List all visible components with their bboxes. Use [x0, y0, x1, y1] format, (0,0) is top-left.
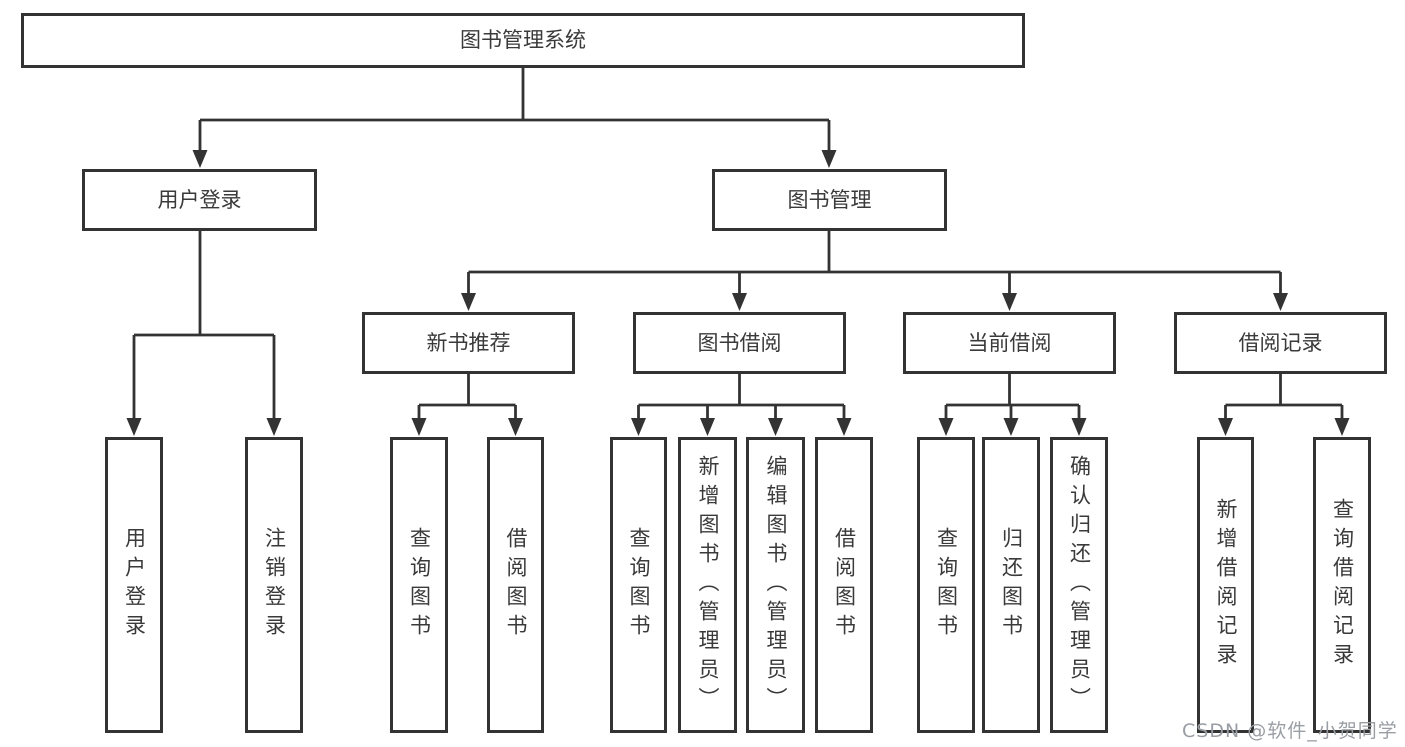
node-user-login-label: 用户登录 [157, 187, 242, 212]
csdn-watermark: CSDN @软件_小贺同学 [1182, 720, 1398, 742]
leaf-rec-borrow-book: 借阅图书 [487, 437, 544, 733]
leaf-logout-label: 注销登录 [262, 527, 287, 643]
node-borrow-record-label: 借阅记录 [1238, 330, 1323, 355]
node-book-borrow-label: 图书借阅 [697, 330, 782, 355]
node-new-book-rec-label: 新书推荐 [426, 330, 511, 355]
leaf-logout: 注销登录 [245, 437, 303, 733]
leaf-cur-return-book-label: 归还图书 [999, 527, 1024, 643]
node-root: 图书管理系统 [21, 13, 1025, 68]
node-current-borrow: 当前借阅 [903, 312, 1116, 374]
leaf-rec-query-book: 查询图书 [390, 437, 448, 733]
leaf-bor-edit-book: 编辑图书（管理员） [746, 437, 805, 733]
leaf-cur-query-book-label: 查询图书 [934, 527, 959, 643]
node-root-label: 图书管理系统 [460, 28, 586, 52]
leaf-bor-edit-book-label: 编辑图书（管理员） [764, 454, 788, 716]
leaf-user-login: 用户登录 [105, 437, 163, 733]
node-book-borrow: 图书借阅 [633, 312, 846, 374]
leaf-cur-return-book: 归还图书 [982, 437, 1040, 733]
leaf-cur-confirm-return-label: 确认归还（管理员） [1067, 454, 1092, 716]
leaf-bor-add-book-label: 新增图书（管理员） [696, 454, 720, 716]
leaf-bor-borrow-book: 借阅图书 [815, 437, 873, 733]
node-book-mgmt: 图书管理 [712, 169, 947, 231]
leaf-bor-query-book-label: 查询图书 [627, 527, 651, 643]
leaf-record-add-label: 新增借阅记录 [1214, 498, 1238, 672]
leaf-record-query-label: 查询借阅记录 [1330, 498, 1355, 672]
leaf-cur-confirm-return: 确认归还（管理员） [1050, 437, 1108, 733]
leaf-rec-query-book-label: 查询图书 [407, 527, 432, 643]
leaf-record-add: 新增借阅记录 [1197, 437, 1254, 733]
node-current-borrow-label: 当前借阅 [967, 330, 1052, 355]
leaf-record-query: 查询借阅记录 [1313, 437, 1371, 733]
leaf-bor-query-book: 查询图书 [610, 437, 667, 733]
node-new-book-rec: 新书推荐 [362, 312, 575, 374]
leaf-cur-query-book: 查询图书 [917, 437, 975, 733]
node-borrow-record: 借阅记录 [1174, 312, 1387, 374]
leaf-rec-borrow-book-label: 借阅图书 [504, 527, 528, 643]
leaf-bor-borrow-book-label: 借阅图书 [832, 527, 857, 643]
leaf-user-login-label: 用户登录 [122, 527, 147, 643]
node-book-mgmt-label: 图书管理 [787, 187, 872, 212]
node-user-login: 用户登录 [82, 169, 317, 231]
leaf-bor-add-book: 新增图书（管理员） [678, 437, 737, 733]
